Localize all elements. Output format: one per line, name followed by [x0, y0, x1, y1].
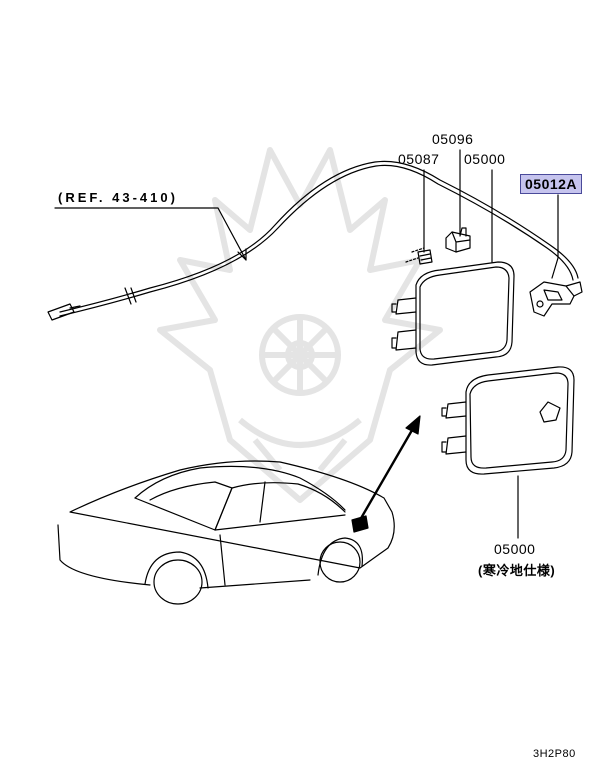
- part-leaders: [423, 149, 559, 539]
- diagram-code: 3H2P80: [533, 748, 576, 760]
- fuel-lid-lower-05000: [441, 366, 575, 475]
- opener-cable: [59, 160, 579, 317]
- cable-end-handle: [47, 303, 81, 321]
- car-outline: [57, 460, 395, 605]
- lock-actuator-05012A: [529, 281, 583, 317]
- ref-label: (REF. 43-410): [58, 190, 178, 205]
- location-arrow: [358, 415, 421, 522]
- screw-05087: [405, 247, 433, 265]
- clip-05096: [445, 227, 471, 253]
- part-label-05000-top: 05000: [464, 151, 506, 167]
- samurai-helmet-watermark-icon: [157, 147, 443, 503]
- part-label-05000-bottom: 05000: [494, 541, 536, 557]
- part-label-05012A[interactable]: 05012A: [520, 174, 583, 194]
- part-label-05096: 05096: [432, 131, 474, 147]
- cold-spec-note: (寒冷地仕様): [478, 563, 556, 578]
- part-label-05087: 05087: [398, 151, 440, 167]
- fuel-lid-upper-05000: [391, 261, 515, 366]
